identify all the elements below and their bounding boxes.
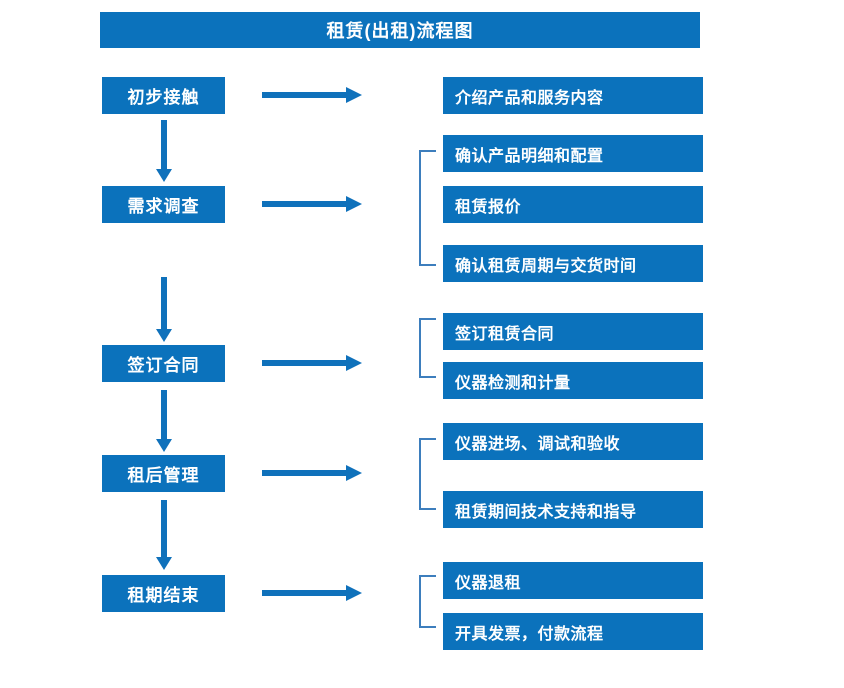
detail-box-instrument-return[interactable]: 仪器退租	[443, 562, 703, 599]
arrow-shaft	[161, 500, 167, 557]
bracket-post-rental-group	[419, 438, 436, 510]
stage-box-post-rental-mgmt[interactable]: 租后管理	[102, 455, 225, 492]
detail-box-confirm-lease-period[interactable]: 确认租赁周期与交货时间	[443, 245, 703, 282]
detail-box-sign-rental-contract[interactable]: 签订租赁合同	[443, 313, 703, 350]
arrow-head-down-icon	[156, 439, 172, 452]
arrow-head-right-icon	[346, 585, 362, 601]
arrow-shaft	[262, 470, 348, 476]
page-title: 租赁(出租)流程图	[100, 12, 700, 48]
stage-box-lease-end[interactable]: 租期结束	[102, 575, 225, 612]
vertical-arrow-1	[156, 120, 172, 182]
detail-box-instrument-entry[interactable]: 仪器进场、调试和验收	[443, 423, 703, 460]
horizontal-arrow-5	[262, 585, 362, 601]
stage-box-sign-contract[interactable]: 签订合同	[102, 345, 225, 382]
bracket-contract-group	[419, 318, 436, 378]
stage-box-needs-survey[interactable]: 需求调查	[102, 186, 225, 223]
arrow-shaft	[161, 120, 167, 169]
detail-box-technical-support[interactable]: 租赁期间技术支持和指导	[443, 491, 703, 528]
vertical-arrow-4	[156, 500, 172, 570]
arrow-shaft	[262, 590, 348, 596]
arrow-shaft	[262, 201, 348, 207]
bracket-needs-survey-group	[419, 150, 436, 266]
horizontal-arrow-3	[262, 355, 362, 371]
horizontal-arrow-4	[262, 465, 362, 481]
horizontal-arrow-2	[262, 196, 362, 212]
arrow-shaft	[262, 92, 348, 98]
stage-box-initial-contact[interactable]: 初步接触	[102, 77, 225, 114]
horizontal-arrow-1	[262, 87, 362, 103]
detail-box-instrument-testing[interactable]: 仪器检测和计量	[443, 362, 703, 399]
arrow-head-down-icon	[156, 329, 172, 342]
arrow-head-right-icon	[346, 465, 362, 481]
arrow-head-right-icon	[346, 196, 362, 212]
bracket-lease-end-group	[419, 575, 436, 628]
arrow-head-right-icon	[346, 87, 362, 103]
detail-box-rental-quotation[interactable]: 租赁报价	[443, 186, 703, 223]
vertical-arrow-3	[156, 390, 172, 452]
arrow-head-down-icon	[156, 557, 172, 570]
detail-box-invoice-payment[interactable]: 开具发票，付款流程	[443, 613, 703, 650]
arrow-head-right-icon	[346, 355, 362, 371]
detail-box-introduce-products[interactable]: 介绍产品和服务内容	[443, 77, 703, 114]
arrow-shaft	[161, 277, 167, 329]
vertical-arrow-2	[156, 277, 172, 342]
arrow-shaft	[161, 390, 167, 439]
arrow-head-down-icon	[156, 169, 172, 182]
arrow-shaft	[262, 360, 348, 366]
detail-box-confirm-product-spec[interactable]: 确认产品明细和配置	[443, 135, 703, 172]
